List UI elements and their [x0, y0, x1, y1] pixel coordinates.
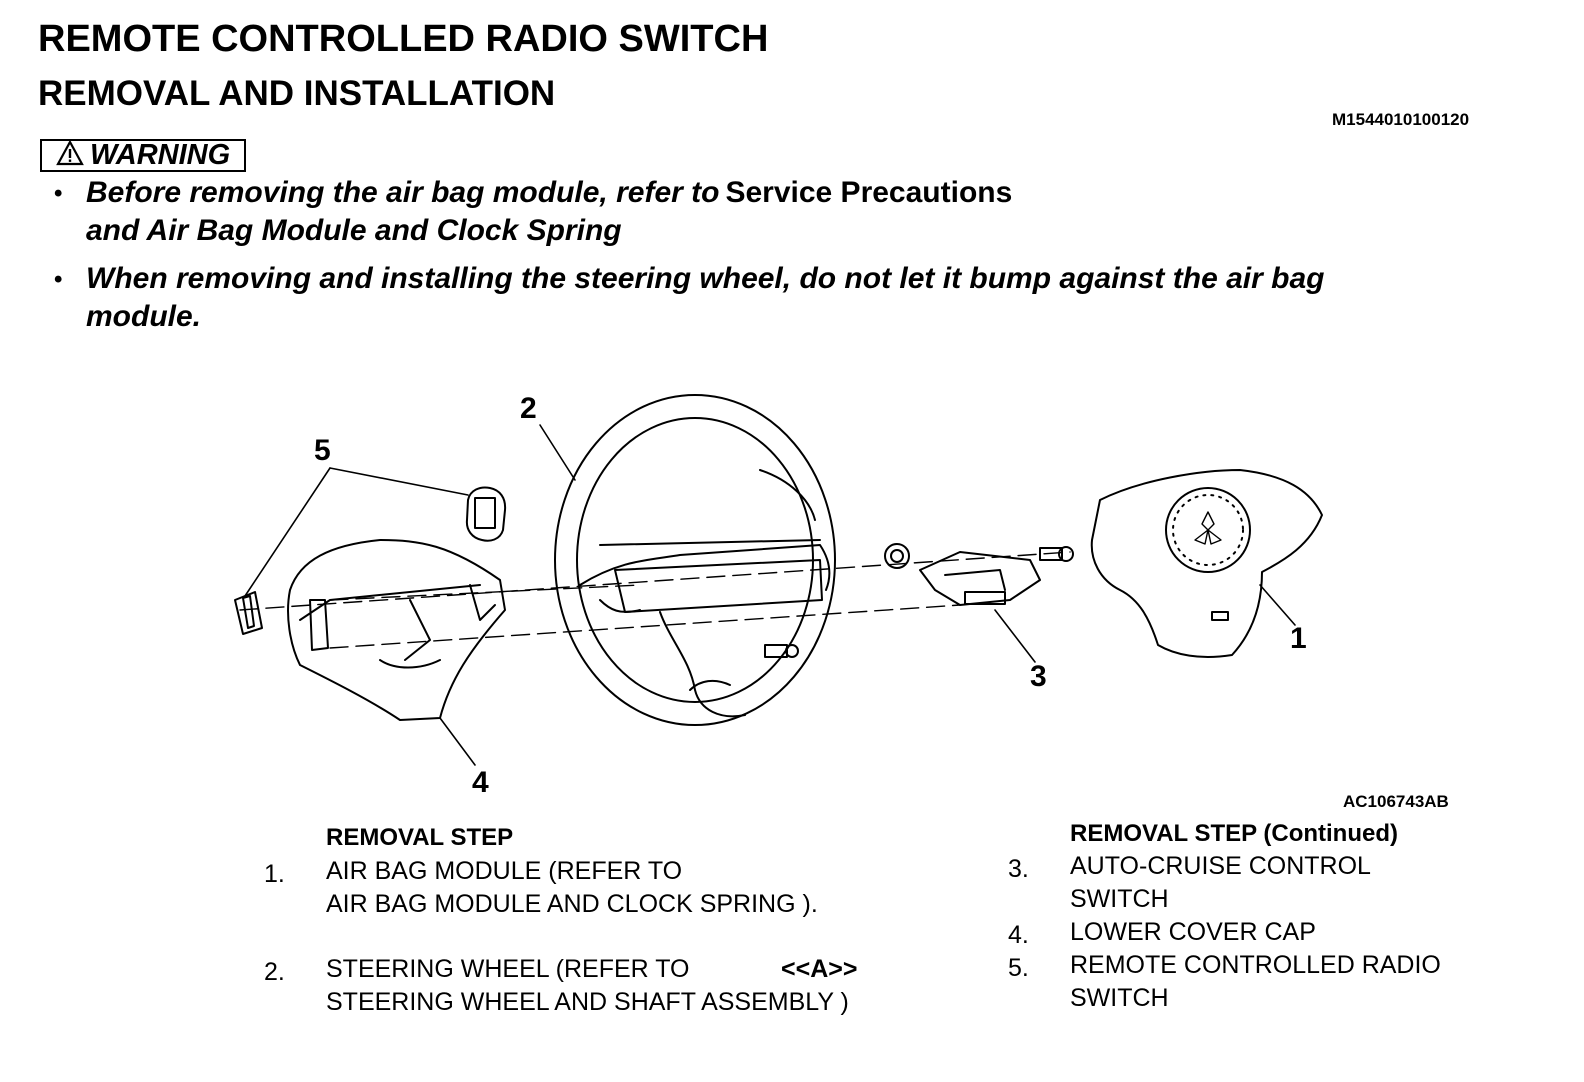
steering-wheel — [554, 394, 836, 726]
lower-cover-cap — [234, 591, 263, 635]
callout-1: 1 — [1290, 622, 1307, 655]
step-2-line2[interactable]: STEERING WHEEL AND SHAFT ASSEMBLY ) — [326, 988, 849, 1016]
step-3-line1: AUTO-CRUISE CONTROL — [1070, 852, 1371, 880]
document-id: M1544010100120 — [1332, 110, 1470, 129]
remote-controlled-radio-switch — [465, 486, 507, 542]
warning-bullet-1-line2: and Air Bag Module and Clock Spring — [86, 214, 622, 247]
step-number: 5. — [1008, 954, 1029, 982]
step-1-line2[interactable]: AIR BAG MODULE AND CLOCK SPRING ). — [326, 890, 818, 918]
service-precautions-link[interactable]: Service Precautions — [725, 176, 1013, 209]
steering-wheel-exploded-diagram — [234, 394, 1323, 766]
step-2-tag: <<A>> — [781, 955, 858, 983]
assembly-axis-lines — [239, 551, 1071, 649]
callout-3: 3 — [1030, 660, 1047, 693]
step-2-line1: STEERING WHEEL (REFER TO — [326, 955, 690, 983]
step-5-line2: SWITCH — [1070, 984, 1169, 1012]
removal-step-heading: REMOVAL STEP — [326, 824, 514, 851]
step-number: 4. — [1008, 921, 1029, 949]
warning-bullet-2: When removing and installing the steerin… — [86, 262, 1325, 295]
page-title: REMOTE CONTROLLED RADIO SWITCH — [38, 18, 769, 60]
warning-box: WARNING — [40, 139, 246, 172]
warning-bullet-1-text: Before removing the air bag module, refe… — [86, 176, 720, 209]
warning-label: WARNING — [90, 139, 231, 171]
page-subtitle: REMOVAL AND INSTALLATION — [38, 74, 556, 113]
warning-triangle-icon — [56, 139, 84, 171]
step-5-line1: REMOTE CONTROLLED RADIO — [1070, 951, 1441, 979]
callout-5: 5 — [314, 434, 331, 467]
step-number: 2. — [264, 958, 285, 986]
lower-cover — [287, 539, 506, 721]
step-number: 1. — [264, 860, 285, 888]
removal-step-continued-heading: REMOVAL STEP (Continued) — [1070, 820, 1398, 847]
switch-bolt — [1039, 546, 1074, 562]
steering-wheel-bolt — [764, 644, 799, 658]
nut — [884, 543, 910, 569]
callout-2: 2 — [520, 392, 537, 425]
step-number: 3. — [1008, 855, 1029, 883]
callout-leaders — [244, 424, 1296, 766]
step-4-line1: LOWER COVER CAP — [1070, 918, 1316, 946]
callout-4: 4 — [472, 766, 489, 799]
air-bag-module — [1090, 469, 1323, 658]
step-3-line2: SWITCH — [1070, 885, 1169, 913]
bullet-icon: • — [54, 266, 63, 293]
bullet-icon: • — [54, 180, 63, 207]
auto-cruise-control-switch — [919, 551, 1041, 606]
warning-bullet-2-line2: module. — [86, 300, 202, 333]
figure-id: AC106743AB — [1343, 792, 1449, 811]
warning-bullet-1: Before removing the air bag module, refe… — [86, 174, 1012, 212]
step-1-line1: AIR BAG MODULE (REFER TO — [326, 857, 683, 885]
